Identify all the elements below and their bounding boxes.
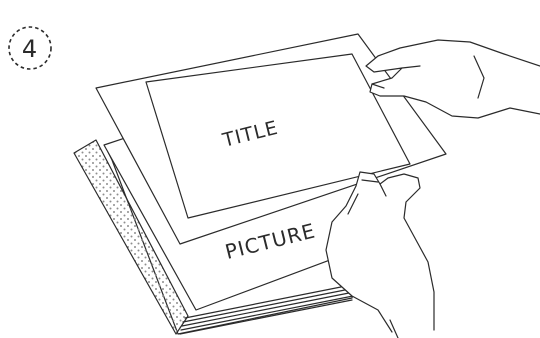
- step-badge: 4: [9, 27, 51, 69]
- step-number: 4: [22, 35, 38, 63]
